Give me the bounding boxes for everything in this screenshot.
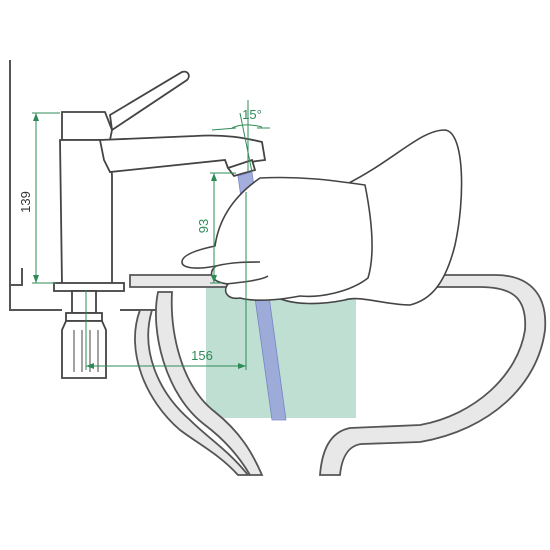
hands xyxy=(181,129,463,306)
faucet-mount-nut xyxy=(65,312,103,322)
label-reach: 156 xyxy=(191,348,213,363)
basin-overflow xyxy=(134,309,250,476)
label-angle: 15° xyxy=(242,107,262,122)
label-spout-height: 93 xyxy=(196,219,211,233)
faucet-body xyxy=(61,111,113,141)
faucet-base xyxy=(53,282,125,292)
dimension-lines xyxy=(32,100,270,370)
basin xyxy=(129,274,547,476)
faucet xyxy=(53,70,267,379)
faucet-mount-fitting xyxy=(61,320,107,379)
basin-inner-lip xyxy=(155,291,264,476)
dimension-angle-line xyxy=(231,100,263,173)
dimension-arrows xyxy=(33,113,246,369)
label-height: 139 xyxy=(18,191,33,213)
hand-front xyxy=(181,176,373,301)
faucet-lever xyxy=(109,70,190,132)
faucet-mount-shank xyxy=(71,290,97,314)
